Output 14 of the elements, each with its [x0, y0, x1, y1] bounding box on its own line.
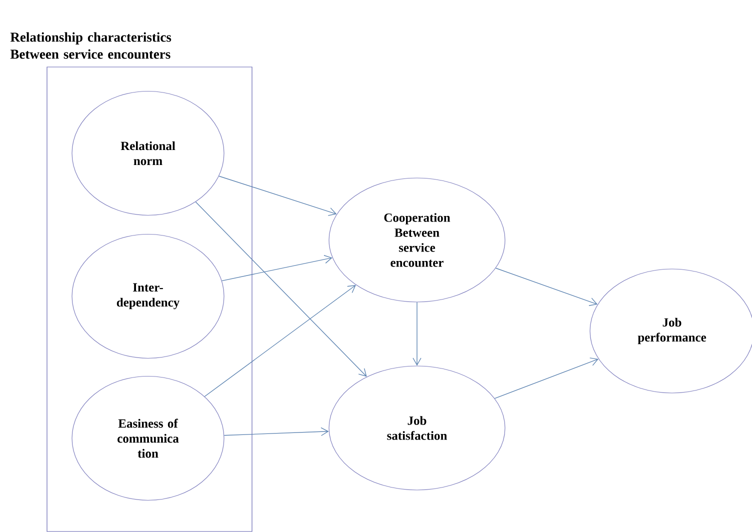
group-heading: Relationship characteristics Between service encounters [10, 32, 172, 59]
arrow [218, 176, 337, 216]
arrow [494, 358, 598, 399]
arrow [412, 302, 422, 366]
arrow [224, 427, 329, 436]
arrow [195, 202, 367, 377]
arrow [222, 255, 332, 282]
ellipse-node: Job satisfaction [328, 366, 506, 490]
arrow [204, 285, 356, 397]
ellipse-node: Easiness of communica tion [72, 376, 224, 501]
arrow [495, 268, 598, 306]
ellipse-node: Inter- dependency [72, 234, 224, 359]
ellipse-node: Relational norm [72, 90, 224, 216]
ellipse-node: Cooperation Between service encounter [328, 178, 506, 302]
